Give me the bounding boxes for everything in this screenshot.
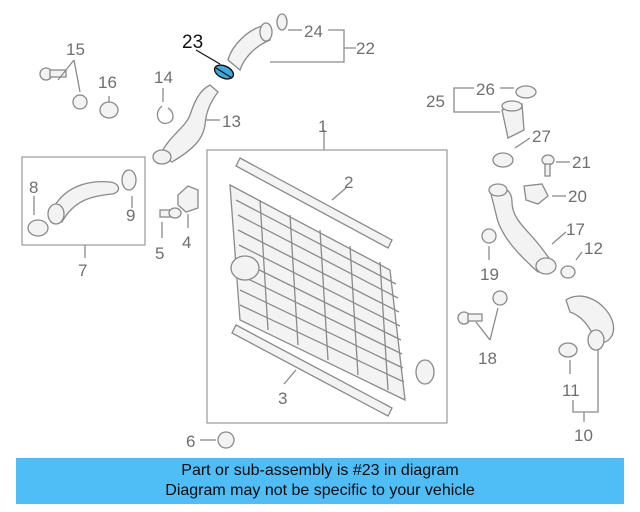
callout-3: 3: [278, 389, 287, 408]
leader-10: [572, 350, 599, 422]
callout-10: 10: [574, 426, 593, 445]
callout-22: 22: [356, 39, 375, 58]
callout-6: 6: [186, 432, 195, 451]
callout-21: 21: [572, 153, 591, 172]
hose-part-10: [565, 295, 615, 351]
leader-12: [575, 251, 583, 261]
callout-17: 17: [566, 220, 585, 239]
plug-part-16: [99, 96, 119, 119]
group-7-box: [21, 156, 146, 246]
callout-26: 26: [476, 80, 495, 99]
callout-27: 27: [532, 127, 551, 146]
pipe-part-25: [501, 100, 525, 139]
clamp-part-11: [558, 342, 578, 358]
callout-18: 18: [478, 349, 497, 368]
leader-17: [551, 231, 567, 245]
seal-strip-part-2: [235, 157, 393, 249]
cap-part-19: [481, 228, 497, 244]
callout-8: 8: [29, 178, 38, 197]
leader-18: [475, 307, 499, 341]
group-1-box: [206, 149, 448, 424]
leader-23: [195, 49, 221, 65]
leader-15: [57, 59, 81, 93]
callout-5: 5: [155, 244, 164, 263]
callout-4: 4: [182, 233, 191, 252]
bolt-part-18a: [457, 311, 483, 325]
hose-part-13: [152, 84, 219, 165]
leader-3: [283, 369, 297, 385]
hose-part-7: [47, 180, 120, 225]
callout-14: 14: [154, 68, 173, 87]
callout-2: 2: [344, 173, 353, 192]
callout-16: 16: [98, 73, 117, 92]
seal-part-9: [121, 169, 137, 208]
bolt-part-21: [541, 154, 555, 177]
clamp-part-8: [27, 196, 49, 237]
parts-diagram: 7 8 9 15 16 14 13 24 22 23 1: [21, 13, 615, 451]
leader-22: [328, 29, 356, 63]
callout-15: 15: [66, 40, 85, 59]
callout-23-highlighted: 23: [182, 32, 203, 53]
sensor-part-20: [523, 183, 549, 205]
callout-19: 19: [480, 265, 499, 284]
info-banner: Part or sub-assembly is #23 in diagram D…: [16, 458, 624, 504]
bolt-part-15a: [39, 67, 67, 81]
seal-part-26: [515, 85, 537, 99]
bolt-part-5: [159, 207, 182, 219]
hose-part-22: [227, 22, 273, 72]
callout-1: 1: [318, 117, 327, 136]
nut-part-18b: [492, 290, 508, 306]
leader-25: [453, 87, 500, 113]
callout-9: 9: [126, 206, 135, 225]
callout-24: 24: [304, 22, 323, 41]
seal-part-24: [276, 13, 288, 31]
callout-25: 25: [426, 92, 445, 111]
clamp-part-23-highlighted[interactable]: [212, 62, 235, 81]
callout-7: 7: [78, 261, 87, 280]
nut-part-15b: [72, 94, 88, 110]
intercooler-part-1: [229, 183, 435, 402]
bracket-part-4: [177, 185, 199, 213]
callout-20: 20: [568, 187, 587, 206]
leader-27: [514, 137, 531, 149]
banner-line-1: Part or sub-assembly is #23 in diagram: [181, 462, 459, 479]
pipe-part-17: [488, 183, 557, 275]
banner-line-2: Diagram may not be specific to your vehi…: [165, 482, 475, 499]
seal-strip-part-3: [231, 324, 393, 417]
callout-13: 13: [222, 112, 241, 131]
clip-part-14: [156, 105, 174, 125]
leader-2: [331, 187, 347, 201]
clamp-part-27: [492, 152, 514, 168]
callout-12: 12: [584, 239, 603, 258]
clamp-part-12: [560, 265, 576, 279]
grommet-part-6: [217, 431, 235, 449]
callout-11: 11: [562, 381, 580, 400]
